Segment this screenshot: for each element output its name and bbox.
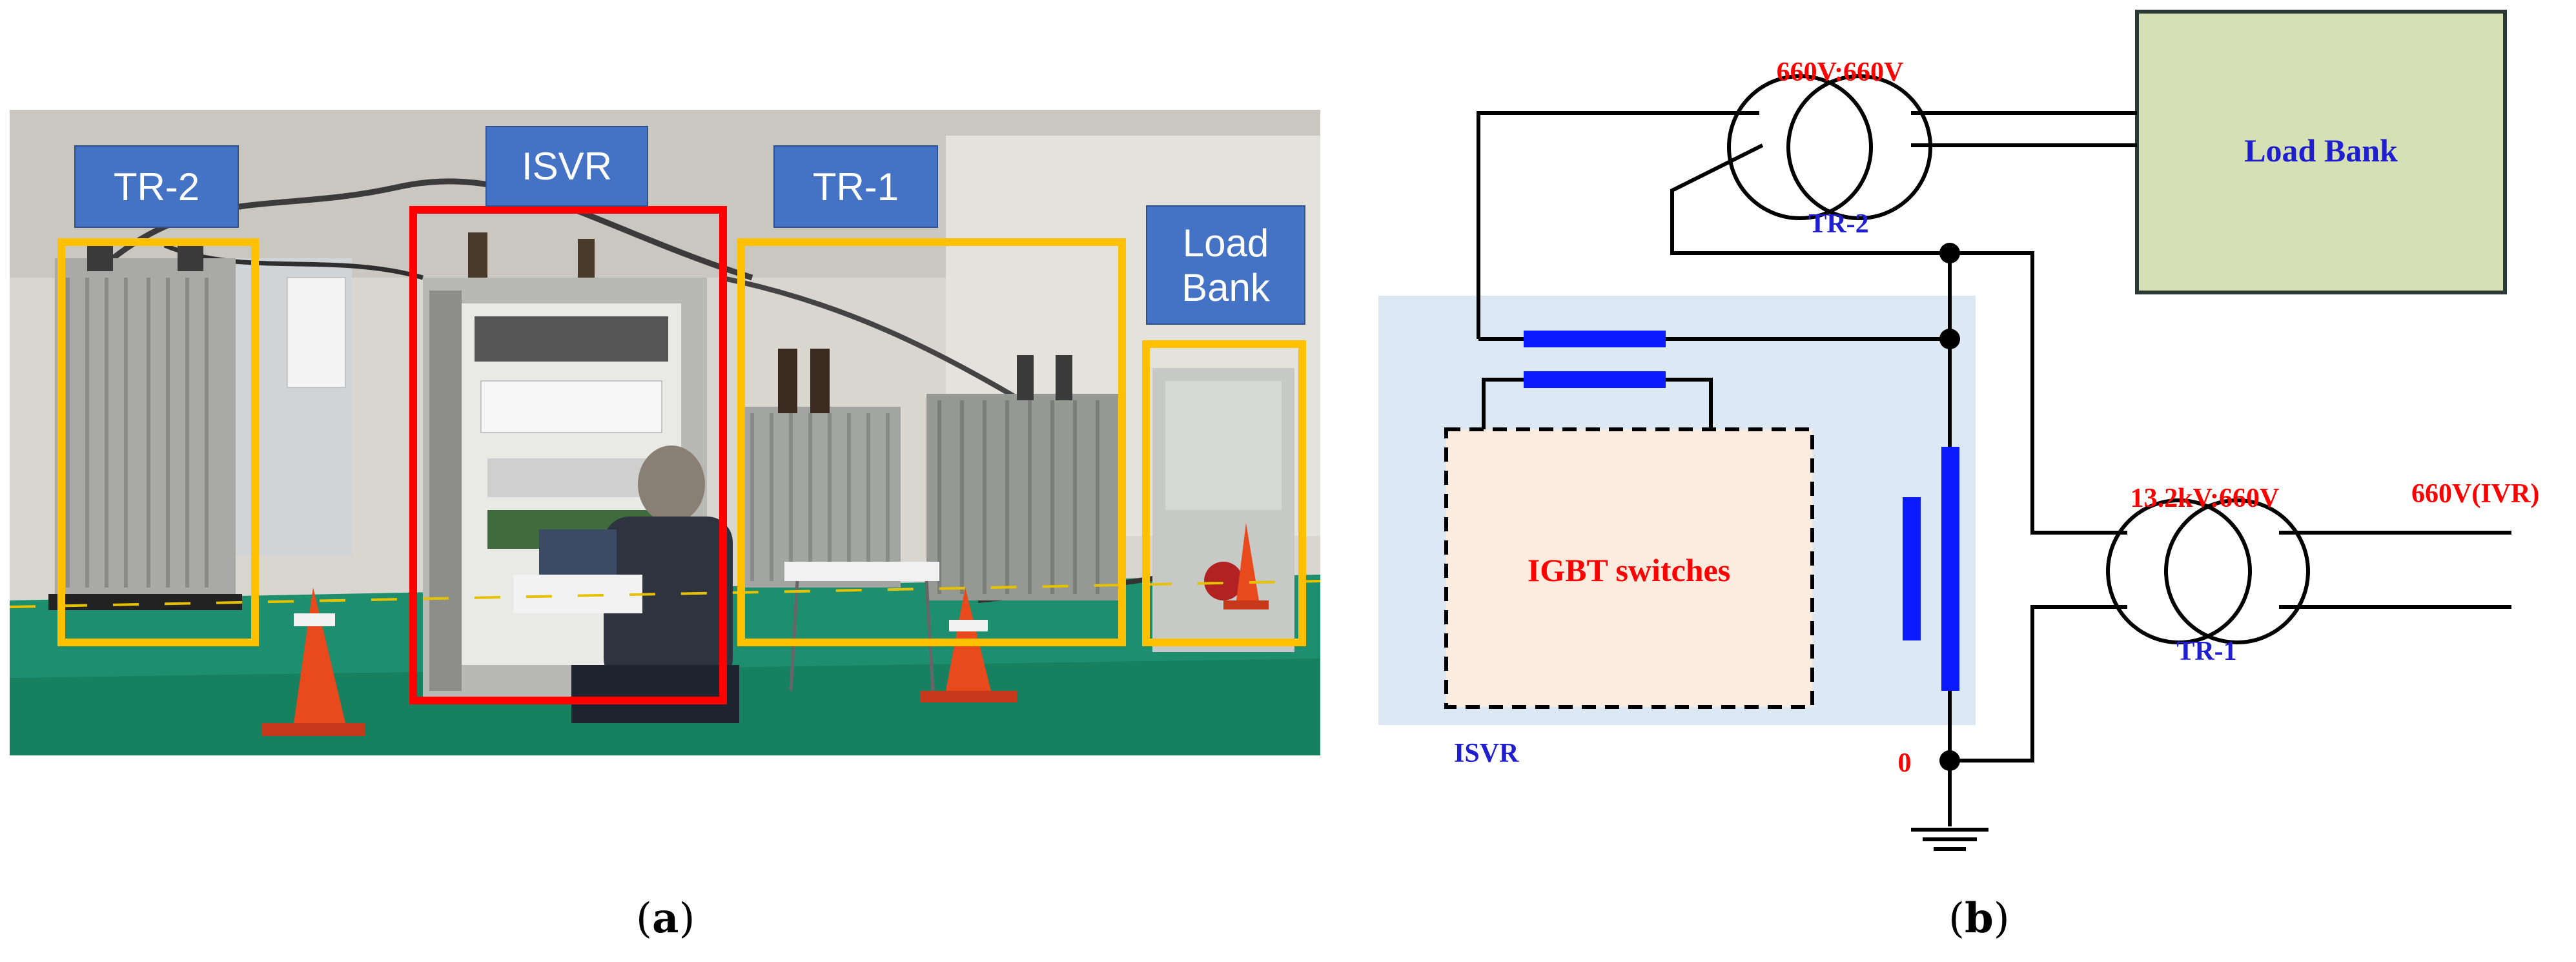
- loadbank-tag-line1: Load: [1182, 221, 1269, 265]
- panel-a-label: (a): [636, 894, 695, 943]
- junction-dot-bottom: [1939, 750, 1960, 771]
- tr1-label: TR-1: [2176, 637, 2236, 666]
- photo-illustration: [10, 110, 1320, 755]
- tr2-highlight-box: [57, 238, 259, 646]
- tr2-winding-left: [1727, 74, 1873, 220]
- ground-symbol: [1911, 828, 1988, 851]
- load-bank-box: [2135, 10, 2507, 294]
- panel-b-paren-close: ): [1993, 895, 2010, 943]
- tr2-label: TR-2: [1808, 209, 1868, 239]
- loadbank-highlight-box: [1142, 340, 1306, 646]
- igbt-switches-box: [1444, 427, 1814, 709]
- isvr-highlight-box: [409, 206, 727, 704]
- panel-a-paren-open: (: [636, 895, 652, 943]
- tr1-ratio-label: 13.2kV:660V: [2131, 484, 2280, 513]
- igbt-switches-label: IGBT switches: [1528, 552, 1730, 588]
- isvr-tag: ISVR: [486, 126, 648, 207]
- shunt-winding-short: [1903, 497, 1921, 640]
- tr1-highlight-box: [737, 238, 1126, 646]
- tr2-tag: TR-2: [74, 145, 239, 228]
- tr1-tag: TR-1: [773, 145, 938, 228]
- series-winding-bottom: [1524, 371, 1666, 388]
- test-setup-photo: [10, 110, 1320, 755]
- loadbank-tag-line2: Bank: [1181, 265, 1270, 309]
- junction-dot-top: [1939, 243, 1960, 263]
- tr1-winding-left: [2106, 498, 2252, 644]
- series-winding-top: [1524, 331, 1666, 347]
- ground-node-label: 0: [1898, 748, 1912, 778]
- panel-a-letter: a: [651, 894, 679, 943]
- junction-dot-mid: [1939, 329, 1960, 349]
- panel-a-paren-close: ): [679, 895, 695, 943]
- tr2-winding-right: [1786, 74, 1932, 220]
- tr1-winding-right: [2164, 498, 2310, 644]
- load-bank-label: Load Bank: [2244, 132, 2398, 169]
- tr2-ratio-label: 660V:660V: [1777, 57, 1904, 87]
- panel-b-label: (b): [1948, 894, 2010, 943]
- isvr-label: ISVR: [1454, 739, 1519, 768]
- panel-b-paren-open: (: [1948, 895, 1965, 943]
- panel-b-letter: b: [1964, 894, 1994, 943]
- output-label: 660V(IVR): [2411, 479, 2539, 509]
- loadbank-tag: Load Bank: [1146, 205, 1305, 325]
- shunt-winding-long: [1941, 447, 1959, 691]
